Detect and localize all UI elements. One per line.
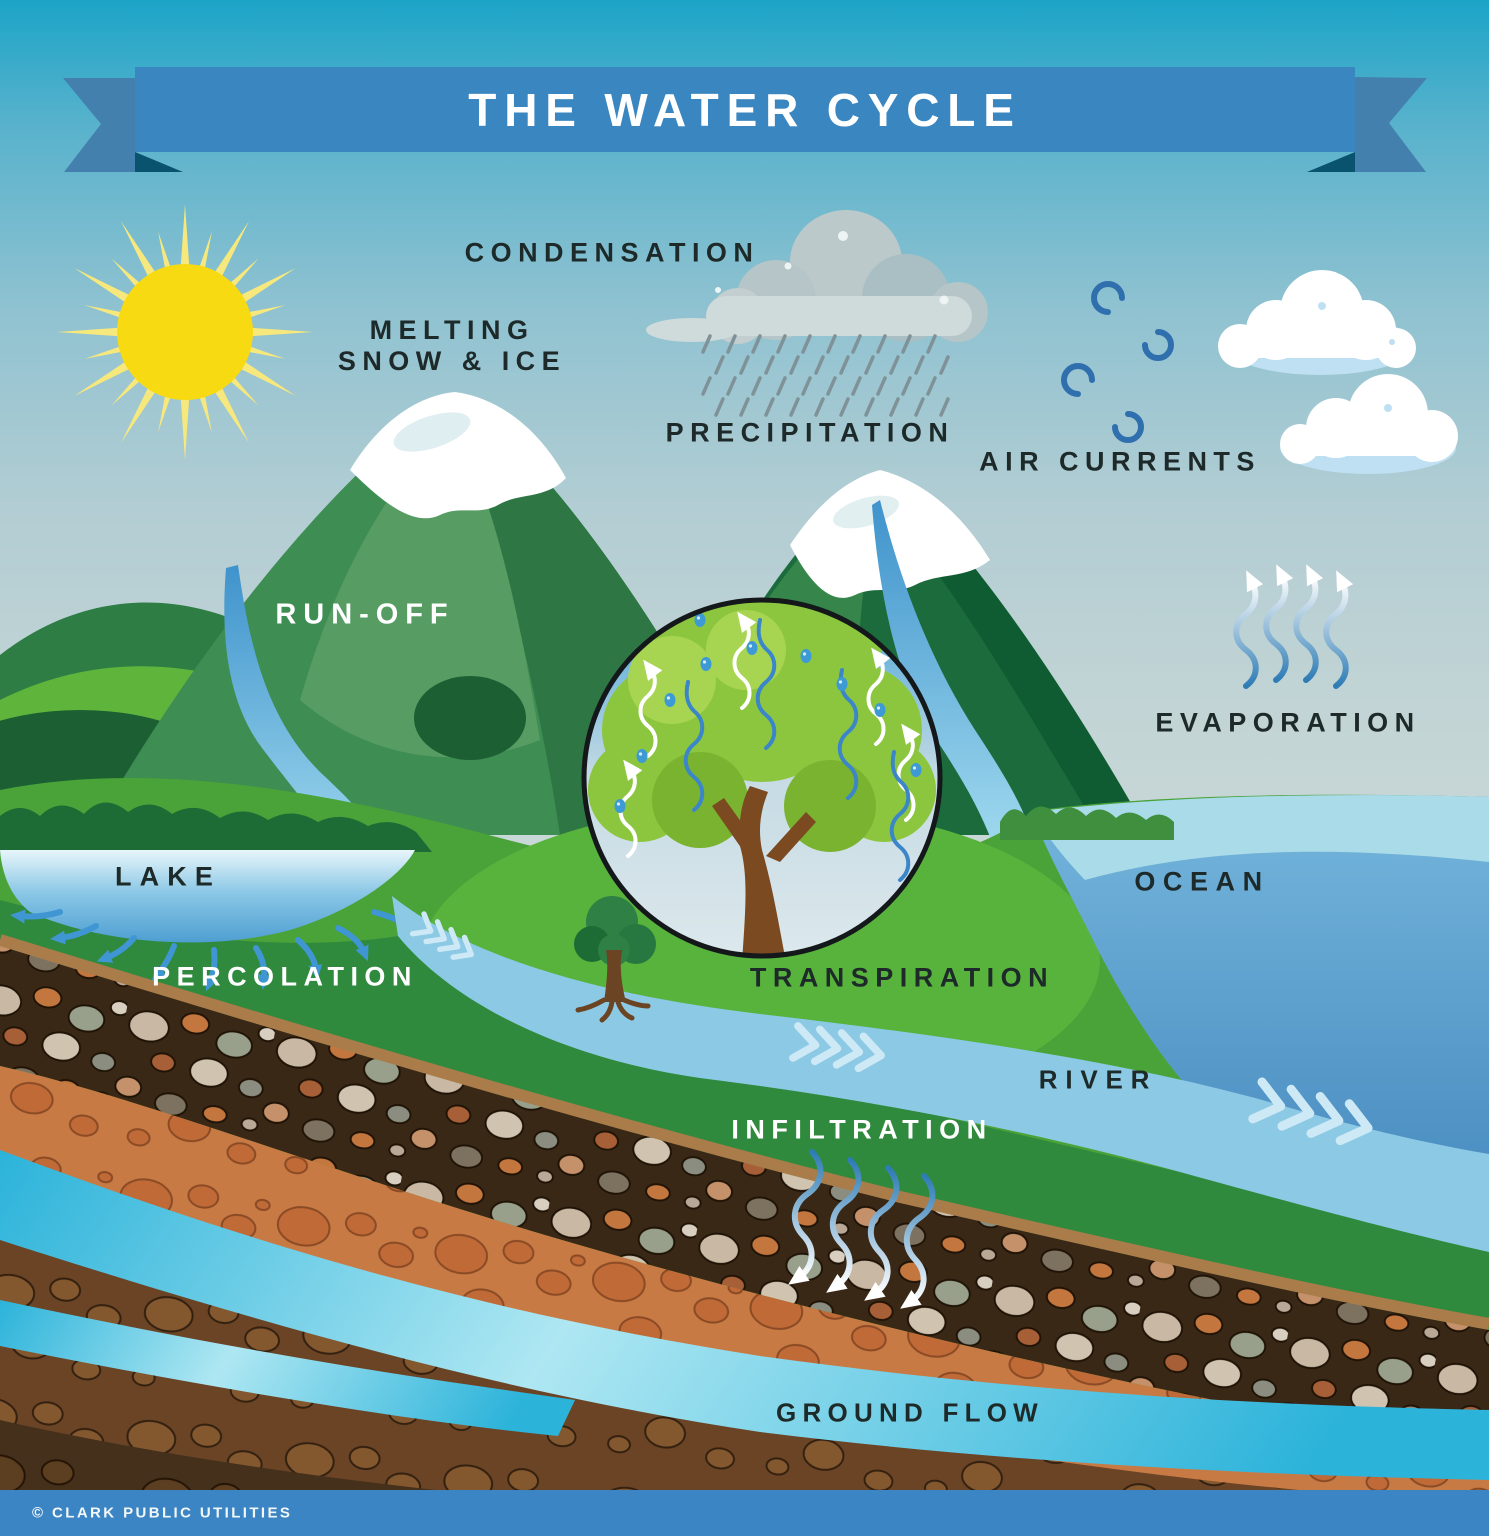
label-melting-line1: MELTING — [369, 314, 535, 345]
label-runoff: RUN-OFF — [275, 598, 455, 631]
label-percolation: PERCOLATION — [152, 961, 418, 992]
river — [392, 896, 1489, 1252]
rain-cloud-icon — [646, 210, 988, 344]
ocean — [1032, 795, 1489, 1240]
ground-flow-water — [0, 1150, 1489, 1480]
copyright-text: © CLARK PUBLIC UTILITIES — [32, 1504, 293, 1522]
label-evaporation: EVAPORATION — [1155, 707, 1421, 738]
lakeside-trees — [0, 802, 432, 852]
cloud-icon — [1280, 374, 1458, 474]
field-dark-strip — [0, 900, 1489, 1326]
evaporation-arrows-icon — [1236, 576, 1346, 686]
tree-canopy — [588, 600, 936, 852]
snow-cap — [350, 392, 566, 519]
tree-icon — [574, 896, 656, 1023]
label-transpiration: TRANSPIRATION — [749, 962, 1055, 993]
page-title: THE WATER CYCLE — [468, 84, 1022, 136]
wind-swirl-icon — [1064, 284, 1218, 440]
label-infiltration: INFILTRATION — [731, 1114, 993, 1145]
label-condensation: CONDENSATION — [464, 237, 760, 268]
label-air-currents: AIR CURRENTS — [979, 446, 1261, 477]
tree-trunk — [712, 786, 816, 956]
mountain-stream — [872, 500, 1030, 842]
label-melting-snow-ice: MELTING SNOW & ICE — [338, 315, 566, 377]
label-precipitation: PRECIPITATION — [665, 417, 955, 448]
footer-bar — [0, 1490, 1489, 1536]
sun-icon — [57, 204, 313, 460]
lake — [0, 802, 432, 943]
shore-bushes — [1000, 806, 1174, 840]
title-ribbon — [63, 67, 1427, 172]
label-lake: LAKE — [115, 861, 221, 892]
rain-dashes-icon — [701, 334, 950, 417]
label-ocean: OCEAN — [1134, 866, 1270, 897]
label-melting-line2: SNOW & ICE — [337, 346, 567, 376]
label-ground-flow: GROUND FLOW — [776, 1397, 1044, 1428]
snow-cap — [790, 470, 990, 598]
cloud-icon — [1218, 270, 1416, 375]
label-river: RIVER — [1038, 1064, 1158, 1095]
magnifier-circle-icon — [581, 597, 943, 959]
